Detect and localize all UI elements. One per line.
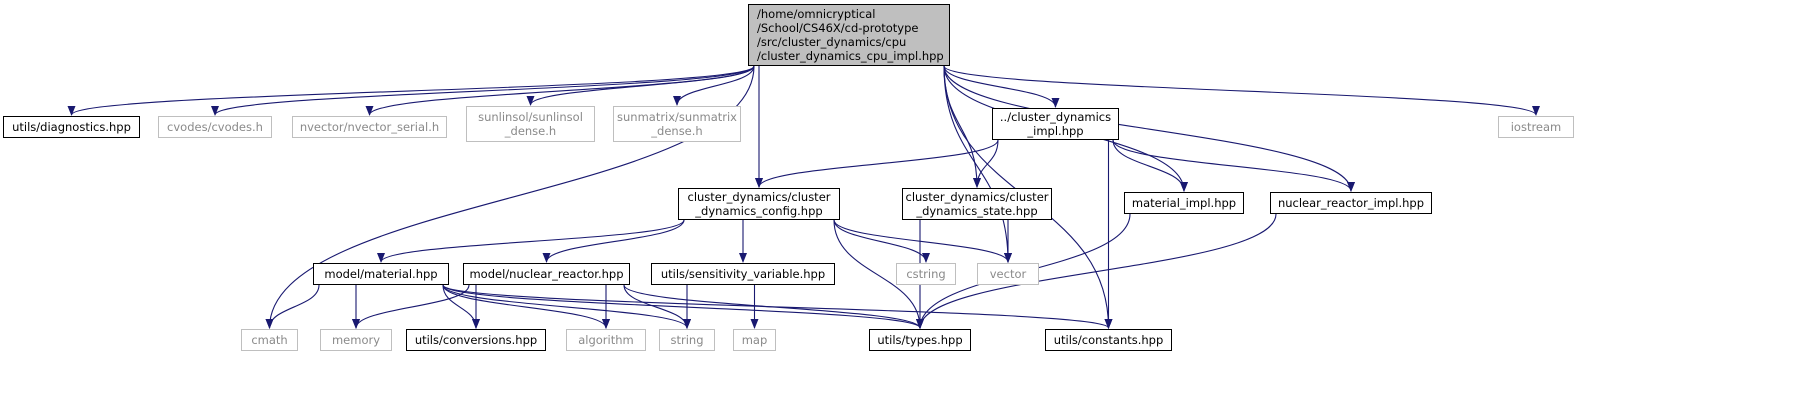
edge-root-to-diag bbox=[67, 65, 755, 116]
edge-cdconfig-to-nreactor bbox=[542, 219, 685, 263]
node-string: string bbox=[659, 329, 715, 351]
edge-nreactor-to-memory bbox=[352, 284, 470, 329]
edge-root-to-sunmat bbox=[673, 65, 755, 106]
node-utils-diagnostics[interactable]: utils/diagnostics.hpp bbox=[3, 116, 140, 138]
edge-root-to-iostream bbox=[943, 65, 1540, 116]
edge-cdconfig-to-vector bbox=[833, 219, 1012, 263]
edge-root-to-cvodes bbox=[211, 65, 755, 116]
node-memory: memory bbox=[320, 329, 392, 351]
node-cluster-dynamics-config[interactable]: cluster_dynamics/cluster _dynamics_confi… bbox=[678, 188, 840, 220]
node-root-file[interactable]: /home/omnicryptical /School/CS46X/cd-pro… bbox=[748, 4, 950, 66]
node-model-material[interactable]: model/material.hpp bbox=[313, 263, 449, 285]
node-cvodes: cvodes/cvodes.h bbox=[158, 116, 272, 138]
edge-nreactor-to-types bbox=[623, 284, 924, 329]
node-sunmatrix-dense: sunmatrix/sunmatrix _dense.h bbox=[613, 106, 741, 142]
node-utils-sensitivity-variable[interactable]: utils/sensitivity_variable.hpp bbox=[651, 263, 835, 285]
node-algorithm: algorithm bbox=[566, 329, 646, 351]
edge-cdimpl-to-cdstate bbox=[973, 139, 999, 188]
node-map: map bbox=[733, 329, 776, 351]
node-utils-types[interactable]: utils/types.hpp bbox=[869, 329, 971, 351]
node-vector: vector bbox=[977, 263, 1039, 285]
node-cluster-dynamics-state[interactable]: cluster_dynamics/cluster _dynamics_state… bbox=[902, 188, 1052, 220]
edge-root-to-vector bbox=[943, 65, 1012, 263]
edge-material-to-string bbox=[442, 284, 691, 329]
edge-root-to-sunlin bbox=[526, 65, 755, 106]
edge-cdimpl-to-cdconfig bbox=[755, 139, 999, 188]
node-utils-constants[interactable]: utils/constants.hpp bbox=[1045, 329, 1172, 351]
node-nuclear-reactor-impl[interactable]: nuclear_reactor_impl.hpp bbox=[1270, 192, 1432, 214]
edge-cdconfig-to-cstring bbox=[833, 219, 930, 263]
edge-root-to-cdimpl bbox=[943, 65, 1060, 108]
edge-cdimpl-to-nrimpl bbox=[1112, 139, 1355, 192]
node-cluster-dynamics-impl[interactable]: ../cluster_dynamics _impl.hpp bbox=[992, 108, 1119, 140]
node-cmath: cmath bbox=[241, 329, 298, 351]
edge-material-to-cmath bbox=[265, 284, 320, 329]
edge-cdimpl-to-matimpl bbox=[1112, 139, 1188, 192]
edge-cdconfig-to-material bbox=[377, 219, 685, 263]
edge-root-to-nrimpl bbox=[943, 65, 1355, 192]
node-nvector-serial: nvector/nvector_serial.h bbox=[292, 116, 447, 138]
node-utils-conversions[interactable]: utils/conversions.hpp bbox=[406, 329, 546, 351]
node-iostream: iostream bbox=[1498, 116, 1574, 138]
edge-material-to-algorithm bbox=[442, 284, 610, 329]
edge-nrimpl-to-types bbox=[916, 213, 1277, 329]
edge-cdconfig-to-types bbox=[833, 219, 924, 329]
node-material-impl[interactable]: material_impl.hpp bbox=[1124, 192, 1244, 214]
edge-material-to-types bbox=[442, 284, 924, 329]
node-model-nuclear-reactor[interactable]: model/nuclear_reactor.hpp bbox=[463, 263, 630, 285]
node-cstring: cstring bbox=[896, 263, 956, 285]
node-sunlinsol-dense: sunlinsol/sunlinsol _dense.h bbox=[466, 106, 595, 142]
